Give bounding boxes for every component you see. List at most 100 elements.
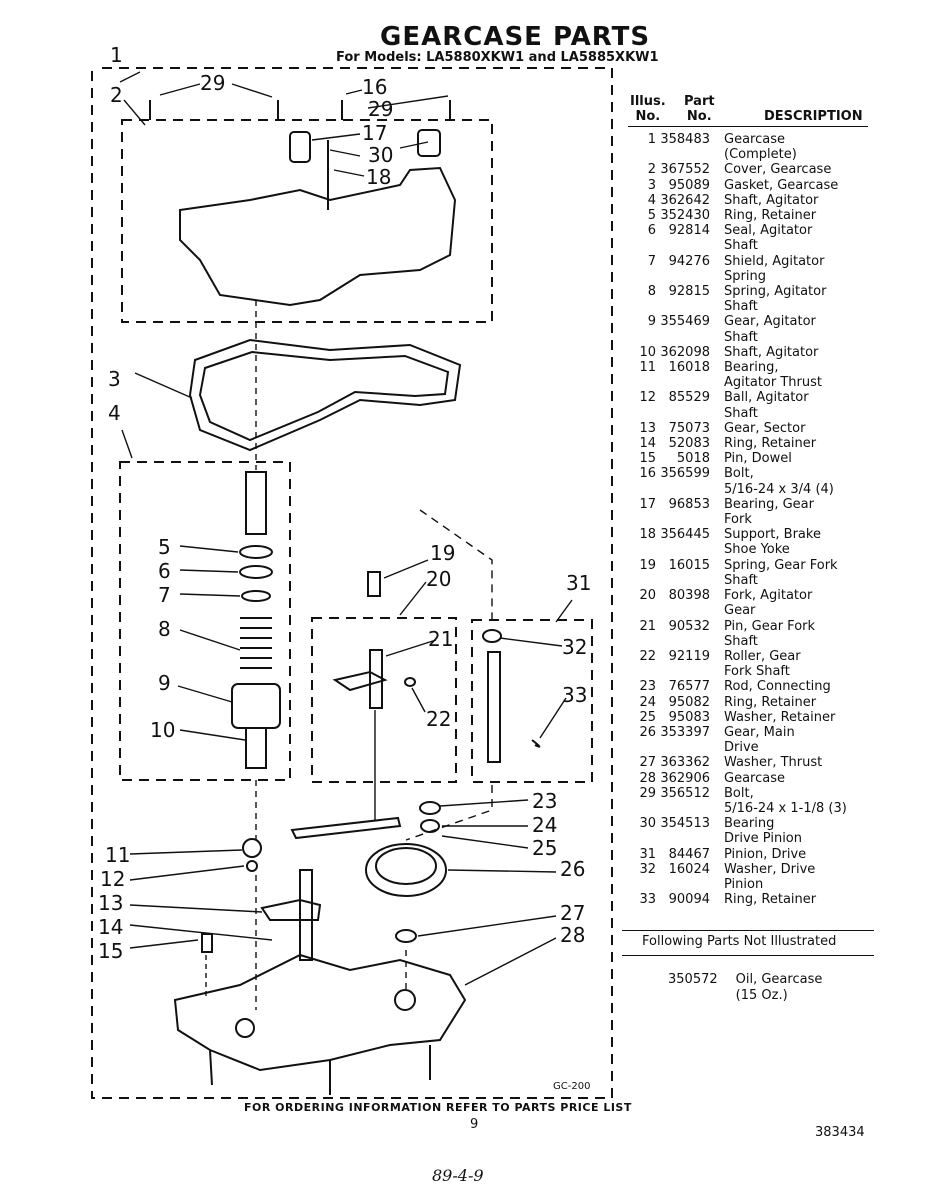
illus-number: 11 xyxy=(639,360,656,376)
part-number: 52083 xyxy=(668,436,710,452)
part-description: Bearing Drive Pinion xyxy=(724,816,802,847)
illus-number: 2 xyxy=(647,162,656,178)
part-description: Support, Brake Shoe Yoke xyxy=(724,527,821,558)
svg-text:20: 20 xyxy=(426,567,451,591)
part-description: Shield, Agitator Spring xyxy=(724,253,825,284)
part-description: Ring, Retainer xyxy=(724,208,817,224)
part-description: Washer, Drive Pinion xyxy=(724,861,816,892)
header-rule xyxy=(628,126,868,127)
illus-number: 25 xyxy=(639,709,656,725)
part-number: 358483 xyxy=(660,132,710,147)
svg-text:29: 29 xyxy=(200,71,225,95)
svg-text:12: 12 xyxy=(100,867,125,891)
svg-text:10: 10 xyxy=(150,718,175,742)
svg-text:33: 33 xyxy=(562,683,587,707)
part-description: Gearcase xyxy=(724,770,785,786)
part-description: Pin, Gear Fork Shaft xyxy=(724,618,816,649)
part-description: Bearing, Gear Fork xyxy=(724,496,814,528)
part-number: 363362 xyxy=(660,755,710,771)
illus-number: 3 xyxy=(647,177,656,193)
illus-number: 6 xyxy=(647,223,656,239)
svg-text:9: 9 xyxy=(158,671,171,695)
illus-number: 14 xyxy=(639,436,656,452)
illus-number: 30 xyxy=(639,816,656,832)
part-description: Seal, Agitator Shaft xyxy=(724,223,813,254)
illus-number: 19 xyxy=(639,557,656,573)
part-description: Ball, Agitator Shaft xyxy=(724,390,809,421)
svg-text:4: 4 xyxy=(108,401,121,425)
handwritten-note: 89-4-9 xyxy=(432,1166,484,1185)
svg-text:11: 11 xyxy=(105,843,130,867)
part-description: Gearcase (Complete) xyxy=(724,132,797,163)
svg-text:32: 32 xyxy=(562,635,587,659)
table-row: 32 16024 Washer, Drive Pinion xyxy=(628,862,888,892)
illus-number: 27 xyxy=(639,755,656,771)
svg-text:31: 31 xyxy=(566,571,591,595)
illus-number: 16 xyxy=(639,466,656,482)
illus-number: 8 xyxy=(647,284,656,300)
illus-number: 13 xyxy=(639,420,656,436)
part-number: 96853 xyxy=(668,496,710,512)
part-number: 362098 xyxy=(660,344,710,360)
ordering-note: FOR ORDERING INFORMATION REFER TO PARTS … xyxy=(244,1101,632,1114)
part-description: Gear, Agitator Shaft xyxy=(724,314,816,345)
svg-text:30: 30 xyxy=(368,143,393,167)
part-number: 95082 xyxy=(668,694,710,710)
page-number: 9 xyxy=(470,1117,479,1132)
illus-number: 32 xyxy=(639,861,656,877)
part-description: Washer, Thrust xyxy=(724,755,823,771)
svg-text:6: 6 xyxy=(158,559,171,583)
svg-text:7: 7 xyxy=(158,583,171,607)
svg-text:13: 13 xyxy=(98,891,123,915)
not-illustrated-heading: Following Parts Not Illustrated xyxy=(642,934,837,949)
divider xyxy=(622,955,874,956)
not-illustrated-desc: Oil, Gearcase (15 Oz.) xyxy=(735,972,823,1003)
part-description: Cover, Gearcase xyxy=(724,162,832,178)
part-number: 16018 xyxy=(668,360,710,376)
part-description: Gear, Main Drive xyxy=(724,724,795,756)
part-number: 95089 xyxy=(668,177,710,193)
svg-text:17: 17 xyxy=(362,121,387,145)
illus-number: 20 xyxy=(639,588,656,604)
illus-number: 29 xyxy=(639,785,656,801)
illus-number: 31 xyxy=(639,846,656,862)
svg-text:16: 16 xyxy=(362,75,387,99)
illus-number: 7 xyxy=(647,253,656,269)
illus-number: 4 xyxy=(647,192,656,208)
part-number: 95083 xyxy=(668,709,710,725)
page-title: GEARCASE PARTS xyxy=(380,22,651,52)
svg-text:23: 23 xyxy=(532,789,557,813)
illus-number: 18 xyxy=(639,527,656,543)
part-number: 16024 xyxy=(668,861,710,877)
part-description: Fork, Agitator Gear xyxy=(724,588,813,619)
document-number: 383434 xyxy=(815,1125,865,1140)
svg-text:19: 19 xyxy=(430,541,455,565)
part-number: 75073 xyxy=(668,420,710,436)
svg-text:29: 29 xyxy=(368,97,393,121)
illus-number: 5 xyxy=(647,208,656,224)
part-number: 94276 xyxy=(668,253,710,269)
part-number: 356599 xyxy=(660,466,710,482)
illus-number: 15 xyxy=(639,451,656,467)
svg-text:27: 27 xyxy=(560,901,585,925)
part-description: Shaft, Agitator xyxy=(724,344,819,360)
svg-text:21: 21 xyxy=(428,627,453,651)
